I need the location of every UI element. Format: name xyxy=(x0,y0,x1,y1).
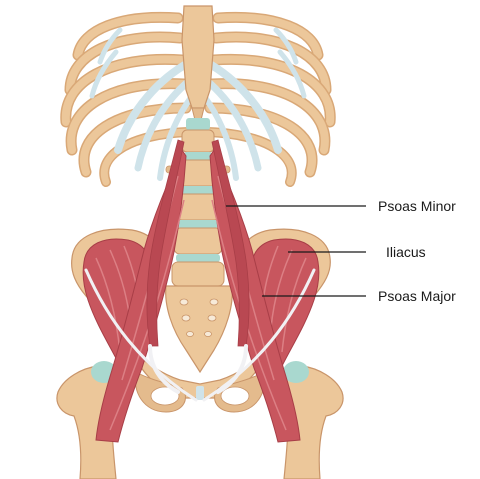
annotations: Psoas Minor Iliacus Psoas Major xyxy=(226,198,456,304)
disc xyxy=(178,220,218,228)
sternum xyxy=(181,5,215,109)
left-costal-cartilage xyxy=(89,27,195,181)
right-obturator-foramen xyxy=(220,386,250,406)
sacrum xyxy=(165,285,233,374)
vertebra xyxy=(173,227,223,255)
pubic-symphysis xyxy=(196,386,204,400)
right-costal-cartilage xyxy=(201,27,307,181)
iliacus-label: Iliacus xyxy=(386,244,426,260)
muscles xyxy=(82,139,320,443)
vertebra xyxy=(171,261,225,287)
right-psoas-minor-muscle xyxy=(211,139,250,347)
lumbar-spine xyxy=(159,118,237,287)
disc xyxy=(180,186,216,194)
left-psoas-minor-muscle xyxy=(146,139,185,347)
right-inguinal-ligament xyxy=(202,268,316,402)
rib-cage xyxy=(60,5,336,187)
left-inguinal-ligament xyxy=(84,268,198,402)
psoas-minor-label: Psoas Minor xyxy=(378,198,456,214)
left-psoas-minor-tendon xyxy=(148,344,180,394)
disc xyxy=(184,152,212,160)
left-obturator-foramen xyxy=(150,386,180,406)
psoas-major-label: Psoas Major xyxy=(378,288,456,304)
femurs xyxy=(56,361,344,479)
sacral-foramina xyxy=(179,298,219,337)
vertebra xyxy=(181,129,215,153)
disc xyxy=(186,118,210,130)
right-hip-cartilage xyxy=(283,361,309,383)
disc xyxy=(176,254,220,262)
